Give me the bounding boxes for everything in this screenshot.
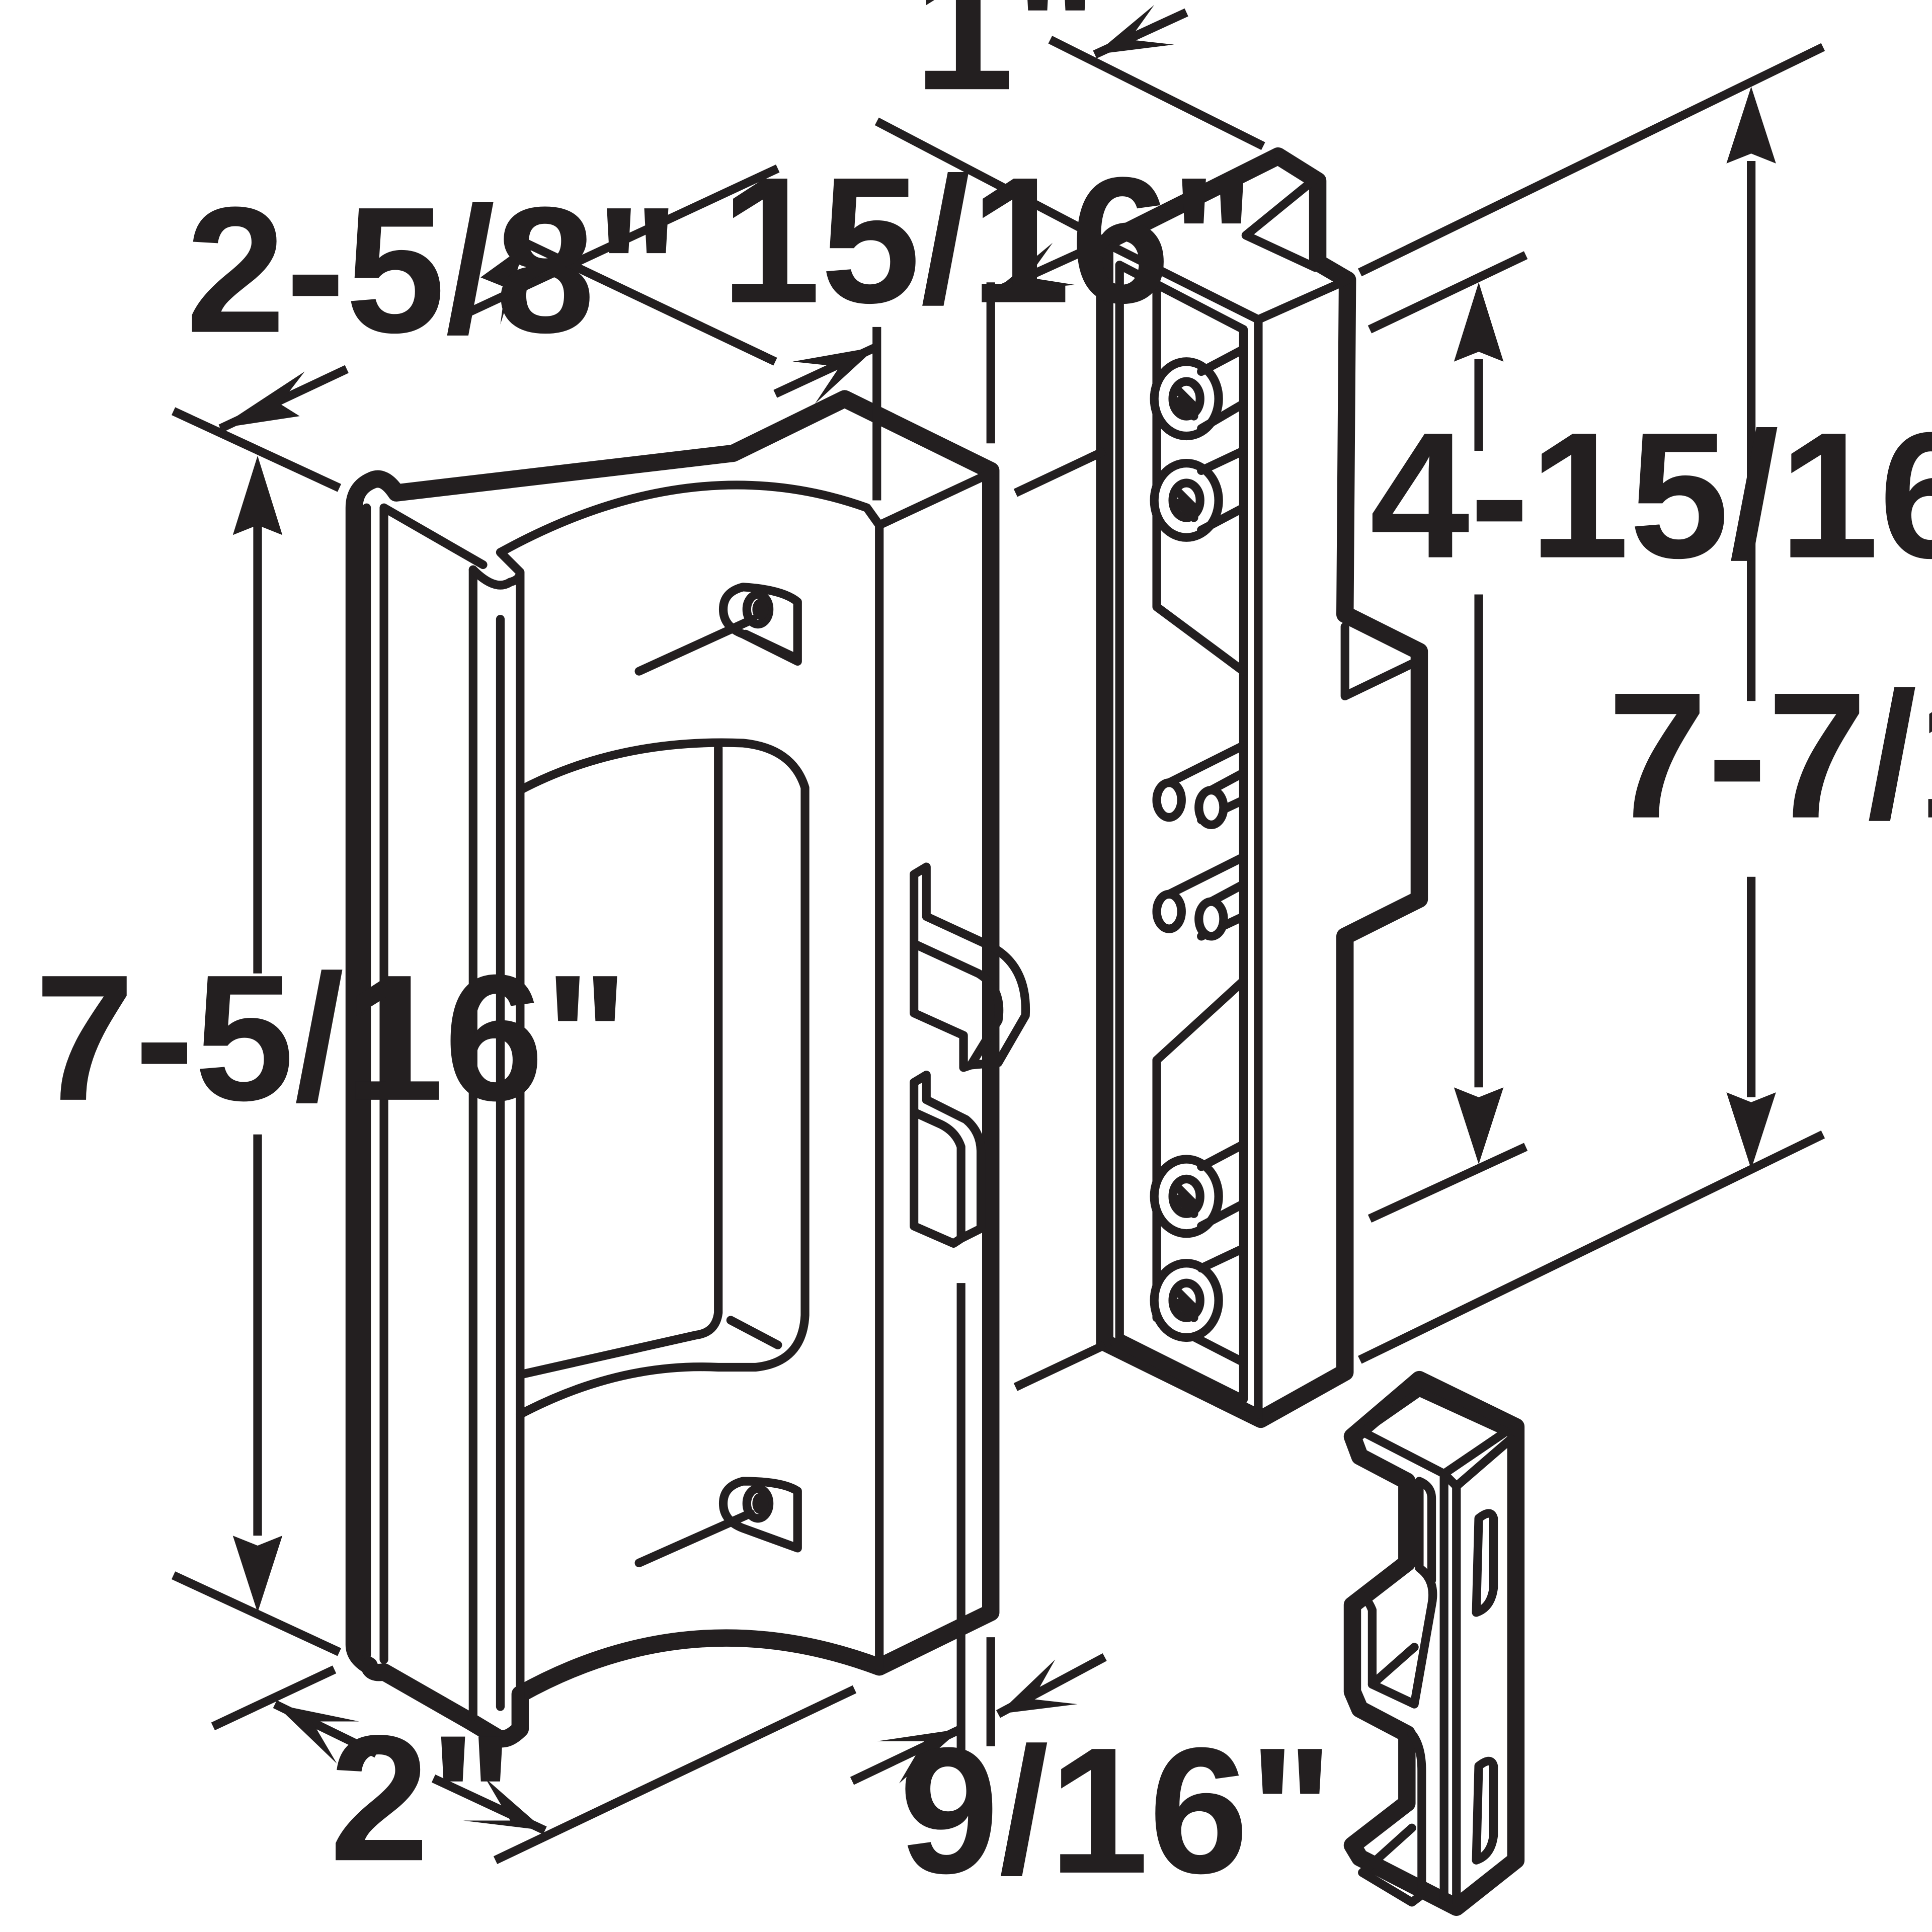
handle-right-face bbox=[875, 468, 995, 1671]
housing-hole-2 bbox=[1150, 446, 1248, 542]
dimension-lines bbox=[171, 5, 1825, 1865]
keeper-hook-edge bbox=[1358, 1643, 1426, 1907]
keeper bbox=[1343, 1371, 1525, 1916]
keeper-slot-lower bbox=[1472, 1756, 1498, 1865]
dim-label-housing-height: 7-7/16" bbox=[1607, 655, 1932, 856]
housing-pins-lower bbox=[1152, 852, 1248, 941]
dimension-labels: 2-5/8" 15/16" 7-5/16" 2" 9/16" 1" 4-15/1… bbox=[35, 0, 1932, 1911]
housing-hole-3 bbox=[1150, 1140, 1248, 1238]
housing-pins-upper bbox=[1152, 741, 1248, 829]
dim-label-hole-spacing: 4-15/16" bbox=[1370, 395, 1932, 596]
handle-front-top bbox=[468, 480, 884, 1733]
mortise-housing bbox=[1096, 147, 1428, 1428]
housing-top-face bbox=[1100, 151, 1352, 1424]
handle-top-screw bbox=[634, 583, 802, 676]
handle-front-edge bbox=[468, 565, 505, 1721]
dim-label-handle-depth: 15/16" bbox=[721, 140, 1255, 341]
housing-inner-frame bbox=[1110, 261, 1263, 1419]
dim-label-housing-depth: 1" bbox=[914, 0, 1099, 127]
dim-label-handle-width: 2-5/8" bbox=[186, 170, 680, 370]
dim-label-handle-base: 2" bbox=[330, 1698, 515, 1898]
handle-upper-hook bbox=[910, 862, 1030, 1072]
handle bbox=[345, 390, 1030, 1748]
housing-hole-1 bbox=[1150, 345, 1248, 441]
keeper-top-face bbox=[1358, 1388, 1515, 1907]
dim-label-hook-offset: 9/16" bbox=[899, 1710, 1334, 1911]
handle-finger-recess bbox=[516, 738, 810, 1419]
dim-label-handle-height: 7-5/16" bbox=[35, 937, 629, 1138]
handle-left-rail-inner bbox=[379, 503, 488, 1664]
keeper-outline bbox=[1343, 1371, 1525, 1916]
handle-recess-inner bbox=[516, 744, 723, 1379]
handle-recess-bottom-line bbox=[726, 1316, 782, 1349]
handle-bottom-screw bbox=[634, 1477, 802, 1568]
keeper-slot-upper bbox=[1472, 1509, 1498, 1617]
keeper-inner-wall bbox=[1355, 1477, 1437, 1709]
housing-hole-4 bbox=[1150, 1244, 1248, 1342]
handle-lower-hook bbox=[910, 1071, 986, 1248]
housing-step bbox=[1340, 622, 1416, 700]
